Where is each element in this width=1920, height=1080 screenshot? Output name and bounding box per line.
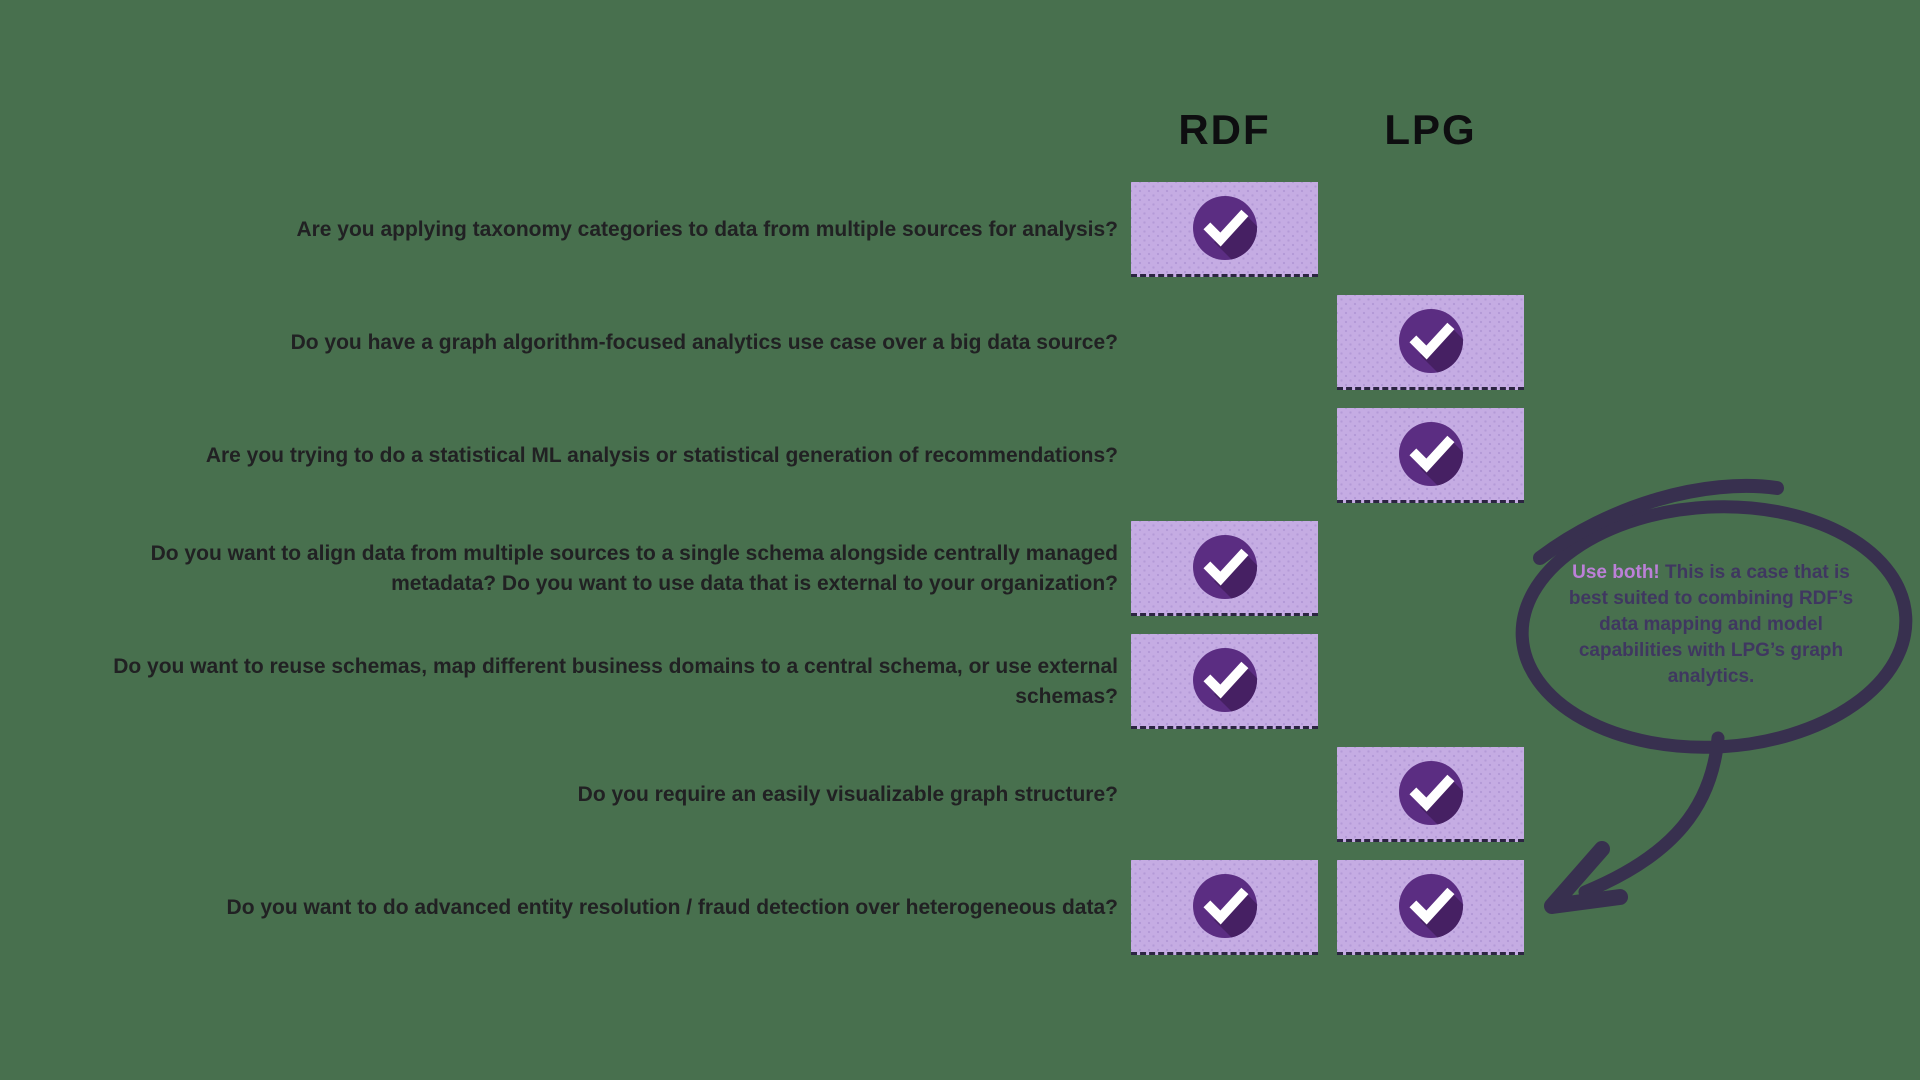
arrow-tail: [1578, 731, 1725, 899]
column-header-rdf: RDF: [1178, 106, 1271, 153]
callout-text: Use both! This is a case that is best su…: [1552, 560, 1870, 690]
question-row: Are you applying taxonomy categories to …: [0, 182, 1920, 277]
use-both-annotation: [1515, 478, 1913, 914]
circle-flourish-stroke: [1533, 478, 1784, 565]
question-text: Are you trying to do a statistical ML an…: [205, 443, 1118, 467]
question-row: Do you want to align data from multiple …: [0, 521, 1920, 616]
lpg-check-tile: [1337, 747, 1524, 842]
lpg-check-tile: [1337, 408, 1524, 503]
checkmark-icon: [1398, 422, 1463, 486]
rdf-check-tile: [1131, 860, 1318, 955]
question-row: Do you require an easily visualizable gr…: [0, 747, 1920, 842]
question-row: Are you trying to do a statistical ML an…: [0, 408, 1920, 503]
question-row: Do you have a graph algorithm-focused an…: [0, 295, 1920, 390]
rdf-check-tile: [1131, 182, 1318, 277]
checkmark-icon: [1192, 874, 1257, 938]
lpg-check-tile: [1337, 295, 1524, 390]
checkmark-icon: [1192, 535, 1257, 599]
question-row: Do you want to do advanced entity resolu…: [0, 860, 1920, 955]
question-text: Do you want to reuse schemas, map differ…: [113, 654, 1118, 708]
arrowhead-icon: [1544, 841, 1628, 914]
rdf-check-tile: [1131, 521, 1318, 616]
question-row: Do you want to reuse schemas, map differ…: [0, 634, 1920, 729]
column-header-lpg: LPG: [1384, 106, 1477, 153]
lpg-check-tile: [1337, 860, 1524, 955]
checkmark-icon: [1398, 874, 1463, 938]
callout-lead: Use both!: [1572, 562, 1660, 583]
callout-body: This is a case that is best suited to co…: [1568, 562, 1854, 687]
checkmark-icon: [1398, 309, 1463, 373]
question-text: Do you require an easily visualizable gr…: [577, 782, 1118, 806]
question-text: Are you applying taxonomy categories to …: [296, 217, 1118, 241]
checkmark-icon: [1398, 761, 1463, 825]
question-text: Do you want to align data from multiple …: [150, 541, 1118, 595]
rdf-check-tile: [1131, 634, 1318, 729]
question-text: Do you have a graph algorithm-focused an…: [290, 330, 1118, 354]
checkmark-icon: [1192, 648, 1257, 712]
checkmark-icon: [1192, 196, 1257, 260]
question-text: Do you want to do advanced entity resolu…: [226, 895, 1118, 919]
